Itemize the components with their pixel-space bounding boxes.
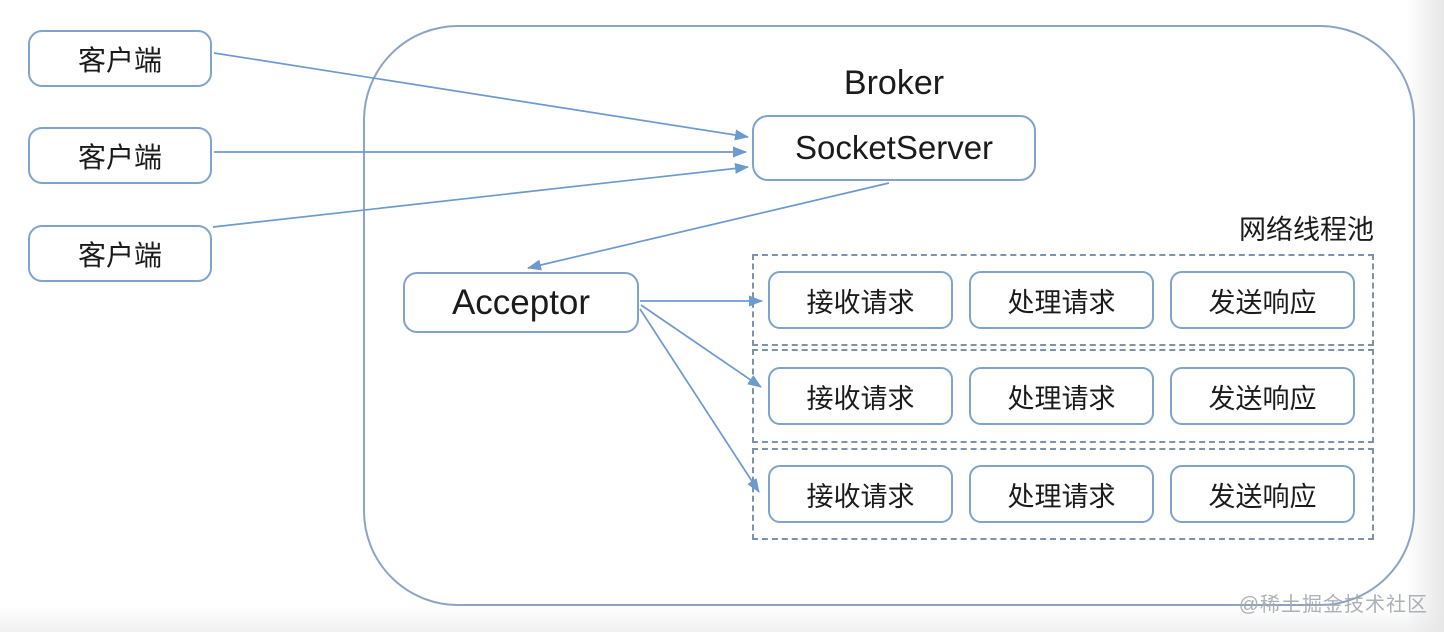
client-label: 客户端 — [77, 44, 162, 76]
broker-title: Broker — [843, 64, 945, 102]
acceptor-node: Acceptor — [403, 272, 639, 333]
thread-pool-row-2: 接收请求 处理请求 发送响应 — [752, 349, 1374, 443]
process-request-node: 处理请求 — [969, 271, 1154, 329]
client-node-3: 客户端 — [28, 225, 212, 282]
client-label: 客户端 — [77, 141, 162, 173]
client-label: 客户端 — [77, 239, 162, 271]
thread-pool-row-1: 接收请求 处理请求 发送响应 — [752, 254, 1374, 346]
broker-container — [363, 25, 1415, 606]
send-response-node: 发送响应 — [1170, 465, 1355, 523]
acceptor-label: Acceptor — [451, 282, 591, 322]
juejin-watermark: @稀土掘金技术社区 — [1238, 594, 1428, 616]
client-node-2: 客户端 — [28, 127, 212, 184]
process-request-node: 处理请求 — [969, 367, 1154, 425]
thread-pool-row-3: 接收请求 处理请求 发送响应 — [752, 448, 1374, 540]
socketserver-node: SocketServer — [752, 115, 1036, 181]
receive-request-node: 接收请求 — [768, 271, 953, 329]
send-response-node: 发送响应 — [1170, 271, 1355, 329]
send-response-node: 发送响应 — [1170, 367, 1355, 425]
client-node-1: 客户端 — [28, 30, 212, 87]
process-request-node: 处理请求 — [969, 465, 1154, 523]
thread-pool-label: 网络线程池 — [1239, 215, 1374, 245]
socketserver-label: SocketServer — [794, 129, 994, 166]
receive-request-node: 接收请求 — [768, 367, 953, 425]
receive-request-node: 接收请求 — [768, 465, 953, 523]
